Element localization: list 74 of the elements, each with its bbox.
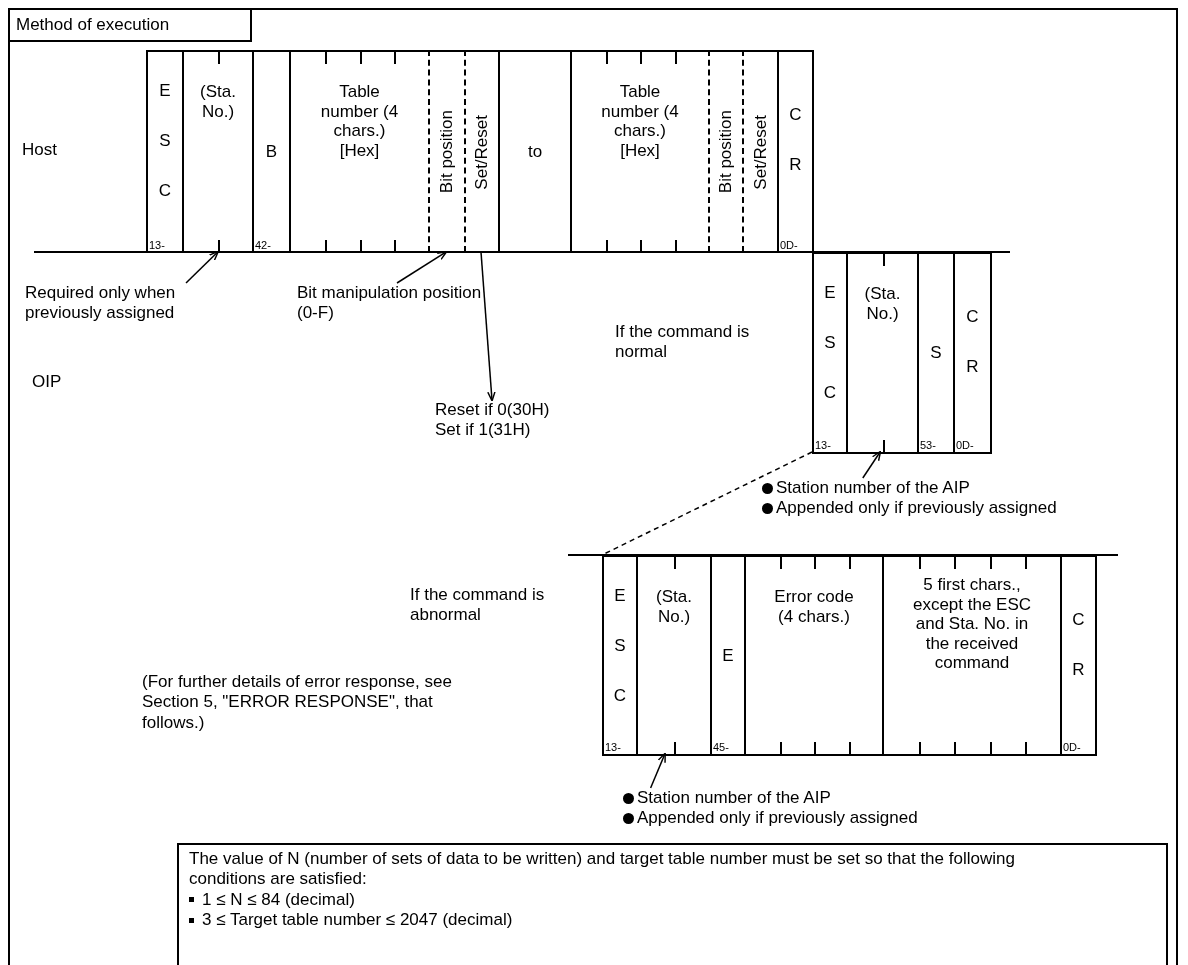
frame-field-cell	[742, 50, 777, 252]
field-label: (Sta. No.)	[199, 82, 237, 122]
field-label: Set/Reset	[472, 114, 492, 190]
field-label: C R	[789, 104, 802, 177]
bullet-note: Station number of the AIP	[776, 478, 970, 499]
field-label: (Sta. No.)	[655, 587, 693, 627]
leader-arrow	[185, 250, 220, 284]
frame-field-cell	[1060, 555, 1097, 756]
field-label: C R	[966, 306, 979, 379]
side-label: (For further details of error response, see Section 5, "ERROR RESPONSE", that follows.)	[142, 672, 452, 734]
hex-code: 13-	[605, 742, 621, 753]
frame-field-cell	[882, 555, 1060, 756]
side-label: If the command is normal	[615, 322, 751, 363]
field-label: to	[526, 142, 544, 162]
bullet-note: Station number of the AIP	[637, 788, 831, 809]
field-label: B	[264, 142, 279, 162]
leader-arrow	[396, 250, 448, 284]
leader-arrow	[862, 450, 882, 479]
hex-code: 13-	[149, 240, 165, 251]
field-label: Bit position	[437, 110, 457, 194]
frame-field-cell	[428, 50, 464, 252]
side-label: Host	[22, 140, 57, 161]
bullet-note: Appended only if previously assigned	[637, 808, 918, 829]
bullet-note: Appended only if previously assigned	[776, 498, 1057, 519]
field-label: E S C	[823, 282, 837, 405]
frame-field-cell	[917, 252, 953, 454]
hex-code: 0D-	[1063, 742, 1081, 753]
frame-field-cell	[777, 50, 814, 252]
hex-code: 42-	[255, 240, 271, 251]
hex-code: 0D-	[956, 440, 974, 451]
hex-code: 45-	[713, 742, 729, 753]
side-label: If the command is abnormal	[410, 585, 546, 626]
leader-arrow	[480, 251, 496, 402]
note-box	[177, 843, 1168, 965]
field-label: S	[929, 343, 943, 363]
note-text: The value of N (number of sets of data to be written) and target table number must be set so that the following conditions are satisfied:	[189, 849, 1016, 890]
frame-field-cell	[708, 50, 742, 252]
title-tab: Method of execution	[8, 8, 252, 42]
frame-field-cell	[953, 252, 992, 454]
field-label: (Sta. No.)	[863, 284, 902, 324]
field-label: E	[721, 645, 735, 666]
frame-field-cell	[812, 252, 846, 454]
frame-field-cell	[636, 555, 710, 756]
frame-field-cell	[570, 50, 708, 252]
annotation-text: Set if 1(31H)	[435, 420, 532, 441]
frame-field-cell	[846, 252, 917, 454]
field-label: Set/Reset	[750, 114, 771, 190]
side-label: OIP	[32, 372, 62, 393]
field-label: Table number (4 chars.) [Hex]	[600, 82, 680, 161]
frame-field-cell	[289, 50, 428, 252]
hex-code: 53-	[920, 440, 936, 451]
frame-field-cell	[602, 555, 636, 756]
frame-field-cell	[498, 50, 570, 252]
frame-field-cell	[710, 555, 744, 756]
bullet-item: 1 ≤ N ≤ 84 (decimal)	[202, 889, 355, 911]
frame-field-cell	[252, 50, 289, 252]
field-label: E S C	[613, 585, 627, 708]
frame-field-cell	[744, 555, 882, 756]
hex-code: 13-	[815, 440, 831, 451]
hex-code: 0D-	[780, 240, 798, 251]
field-label: 5 first chars., except the ESC and Sta. No. in the received command	[911, 575, 1033, 673]
field-label: Error code (4 chars.)	[773, 587, 855, 627]
frame-field-cell	[182, 50, 252, 252]
field-label: C R	[1072, 609, 1085, 682]
annotation-text: Reset if 0(30H)	[435, 400, 551, 421]
annotation-text: Bit manipulation position (0-F)	[297, 283, 483, 324]
field-label: E S C	[158, 80, 172, 203]
field-label: Table number (4 chars.) [Hex]	[319, 82, 400, 161]
field-label: Bit position	[716, 110, 736, 194]
annotation-text: Required only when previously assigned	[25, 283, 177, 324]
leader-arrow	[649, 752, 666, 789]
frame-field-cell	[146, 50, 182, 252]
frame-field-cell	[464, 50, 498, 252]
bullet-item: 3 ≤ Target table number ≤ 2047 (decimal)	[202, 910, 513, 931]
